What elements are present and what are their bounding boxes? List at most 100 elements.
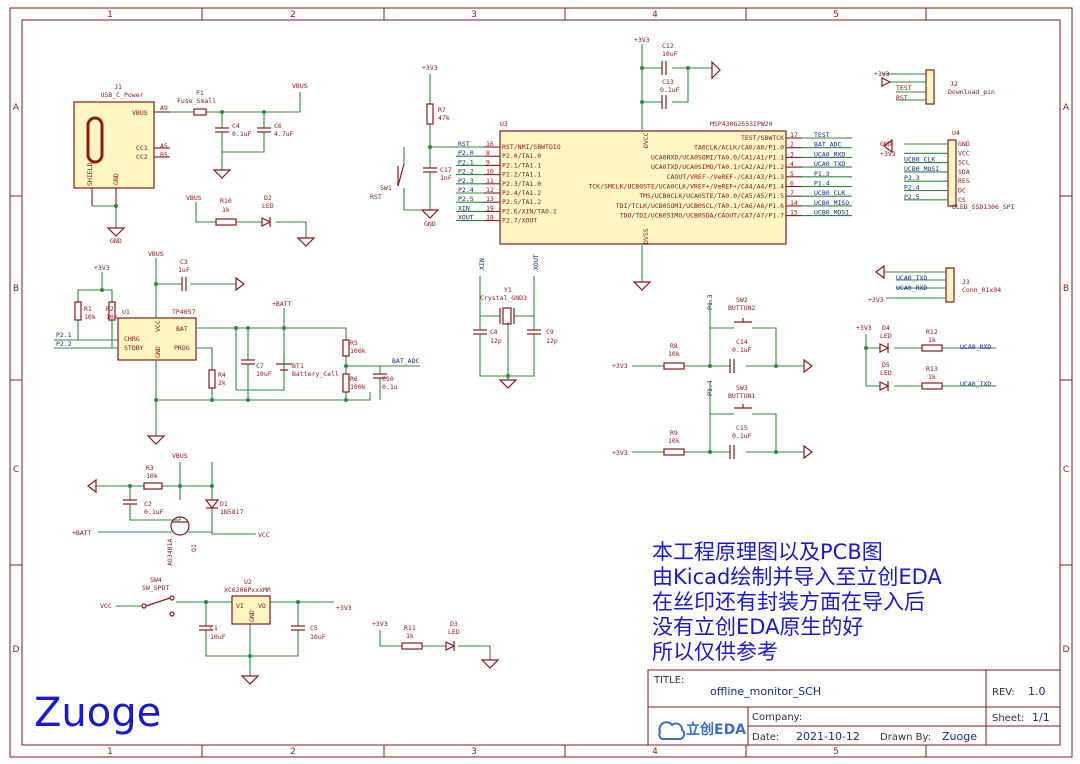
company-label: Company: bbox=[752, 712, 802, 723]
u3-pin-label: RST/NMI/SBWTDIO bbox=[502, 143, 561, 151]
ref-label: C3 bbox=[180, 258, 188, 266]
v33-label: +3V3 bbox=[880, 150, 896, 158]
u3-pin-label: TA0CLK/ACLK/CA0/A0/P1.0 bbox=[694, 144, 784, 152]
ref-label: C4 bbox=[232, 122, 240, 130]
value-label: 10k bbox=[668, 437, 680, 445]
value-label: 1k bbox=[222, 206, 230, 214]
u4-pin-label: VCC bbox=[958, 149, 970, 157]
value-label: SW_SPDT bbox=[142, 584, 169, 592]
row-label: D bbox=[1063, 645, 1070, 655]
value-label: 10uF bbox=[256, 370, 272, 378]
gnd-icon bbox=[881, 77, 892, 87]
oled-u4: U4 OLED_SSD1306_SPI +3V3 GND GNDVCCSCLUC… bbox=[880, 129, 1015, 211]
ref-label: Q1 bbox=[190, 544, 198, 552]
logo-text: 立创EDA bbox=[686, 721, 746, 738]
ref-label: SW2 bbox=[736, 296, 748, 304]
ref-label: R2 bbox=[106, 305, 114, 313]
row-label: A bbox=[13, 103, 20, 113]
value-label: 0.1uF bbox=[732, 432, 752, 440]
col-label: 4 bbox=[652, 10, 658, 20]
u3-pin-label: P2.3/TA1.0 bbox=[502, 180, 541, 188]
j1-value: USB_C_Power bbox=[100, 91, 143, 99]
note-line: 所以仅供参考 bbox=[652, 640, 778, 664]
pin-label: DVSS bbox=[642, 228, 650, 244]
u3-net-label: P2.0 bbox=[458, 149, 474, 157]
u3-net-label: P2.1 bbox=[458, 158, 474, 166]
value-label: 10uF bbox=[662, 50, 678, 58]
value-label: 1k bbox=[928, 373, 936, 381]
pin-label: PROG bbox=[174, 344, 190, 352]
col-label: 2 bbox=[290, 10, 296, 20]
value-label: 100k bbox=[350, 347, 366, 355]
note-line: 由Kicad绘制并导入至立创EDA bbox=[652, 565, 942, 589]
batt-label: +BATT bbox=[272, 300, 292, 308]
u3-pin-label: UCA0TXD/UCA0SIMO/TA0.1/CA2/A2/P1.2 bbox=[651, 163, 784, 171]
col-label: 2 bbox=[290, 747, 296, 757]
value-label: Crystal_GND3 bbox=[480, 294, 527, 302]
batt-label: +BATT bbox=[72, 529, 92, 537]
ref-label: D5 bbox=[882, 361, 890, 369]
ref-label: R13 bbox=[926, 365, 938, 373]
u3-pin-number: 14 bbox=[790, 199, 798, 207]
value-label: BUTTON1 bbox=[728, 392, 755, 400]
v33-label: +3V3 bbox=[856, 324, 872, 332]
charger-u1: U1 TP4057 CHRG STDBY VCC GND BAT PROG bbox=[117, 308, 197, 361]
u3-net-label: P2.4 bbox=[458, 186, 474, 194]
sheet-value: 1/1 bbox=[1032, 711, 1050, 724]
pin-label: DVCC bbox=[642, 132, 650, 148]
u3-pin-number: 2 bbox=[790, 141, 794, 149]
u4-pin-label: CS bbox=[958, 196, 966, 204]
value-label: 12p bbox=[546, 337, 558, 345]
ref-label: R10 bbox=[220, 197, 232, 205]
ref-label: R8 bbox=[670, 342, 678, 350]
value-label: XC6206PxxxMR bbox=[224, 586, 271, 594]
col-label: 5 bbox=[833, 10, 839, 20]
u4-net-label: UCB0_CLK bbox=[904, 156, 935, 164]
value-label: 0.1uF bbox=[660, 86, 680, 94]
u3-net-label: XIN bbox=[458, 204, 470, 212]
lceda-logo: 立创EDA bbox=[658, 721, 746, 740]
ref-label: D1 bbox=[220, 500, 228, 508]
ref-label: C13 bbox=[662, 78, 674, 86]
ref-label: C5 bbox=[310, 624, 318, 632]
crystal-y1: XIN XOUT Y1 Crystal_GND3 C8 12p C9 12p bbox=[473, 254, 558, 389]
value-label: 10k bbox=[668, 350, 680, 358]
u3-net-label: RST bbox=[458, 140, 470, 148]
row-label: D bbox=[13, 645, 20, 655]
u3-pin-number: 16 bbox=[486, 140, 494, 148]
ref-label: C2 bbox=[144, 500, 152, 508]
u3-pin-number: 9 bbox=[486, 158, 490, 166]
u3-pin-number: 13 bbox=[486, 195, 494, 203]
ref-label: C7 bbox=[256, 362, 264, 370]
gnd-icon bbox=[146, 435, 166, 445]
v33-label: +3V3 bbox=[868, 296, 884, 304]
gnd-icon bbox=[632, 281, 652, 291]
value-label: OLED_SSD1306_SPI bbox=[952, 203, 1015, 211]
ref-label: U4 bbox=[952, 129, 960, 137]
u3-pin-label: P2.1/TA1.1 bbox=[502, 161, 541, 169]
value-label: 1nF bbox=[440, 174, 452, 182]
pin-label: STDBY bbox=[124, 344, 144, 352]
resistor-r10: R10 1k bbox=[215, 197, 237, 226]
ref-label: SW4 bbox=[150, 576, 162, 584]
row-label: B bbox=[13, 284, 19, 294]
value-label: 10k bbox=[84, 313, 96, 321]
value-label: 47k bbox=[438, 114, 450, 122]
value-label: 1k bbox=[406, 632, 414, 640]
ref-label: R11 bbox=[404, 624, 416, 632]
row-label: C bbox=[13, 465, 19, 475]
u4-pin-label: SCL bbox=[958, 159, 970, 167]
u4-pin-label: GND bbox=[958, 140, 970, 148]
u4-net-label: UCB0_MOSI bbox=[904, 165, 939, 173]
v33-label: +3V3 bbox=[612, 449, 628, 457]
ref-label: R7 bbox=[438, 106, 446, 114]
net-label: TEST bbox=[896, 84, 912, 92]
ref-label: U2 bbox=[244, 578, 252, 586]
v33-label: +3V3 bbox=[634, 36, 650, 44]
u3-pin-label: CAOUT/VREF-/VeREF-/CA3/A3/P1.3 bbox=[667, 173, 784, 181]
u3-pin-number: 5 bbox=[790, 170, 794, 178]
note-line: 没有立创EDA原生的好 bbox=[652, 615, 863, 639]
u3-pin-number: 19 bbox=[486, 204, 494, 212]
value-label: 1k bbox=[928, 336, 936, 344]
